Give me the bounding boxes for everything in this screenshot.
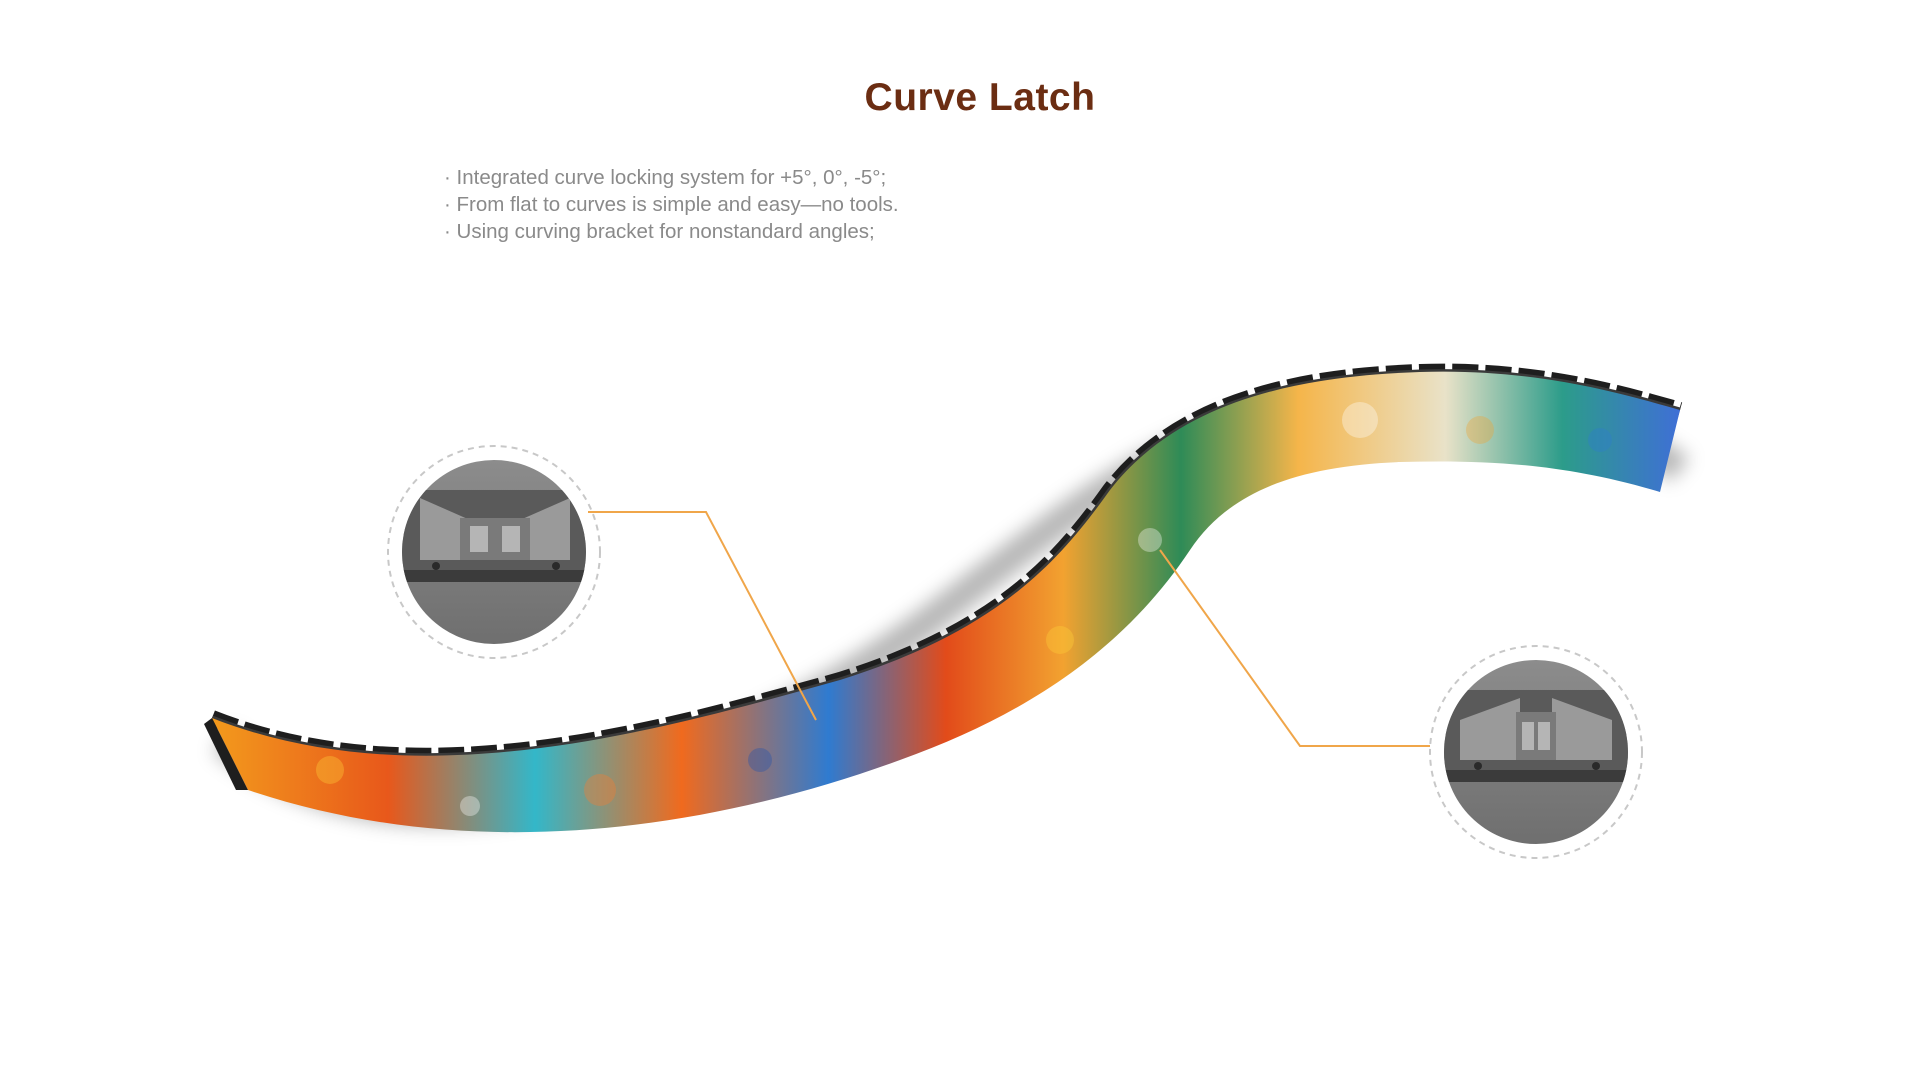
latch-detail-icon xyxy=(1444,690,1628,782)
feature-item: Integrated curve locking system for +5°,… xyxy=(444,164,899,191)
panel-left-end xyxy=(204,718,248,790)
led-screen-surface xyxy=(212,371,1680,833)
feature-item: Using curving bracket for nonstandard an… xyxy=(444,218,899,245)
detail-inset-left xyxy=(387,445,601,659)
feature-item: From flat to curves is simple and easy—n… xyxy=(444,191,899,218)
screen-texture xyxy=(316,402,1612,816)
callout-line-left xyxy=(588,511,817,721)
page-title: Curve Latch xyxy=(864,76,1096,119)
callout-line-right xyxy=(1159,549,1430,747)
feature-list: Integrated curve locking system for +5°,… xyxy=(444,164,899,245)
detail-inset-right xyxy=(1429,645,1643,859)
latch-detail-icon xyxy=(402,490,586,582)
